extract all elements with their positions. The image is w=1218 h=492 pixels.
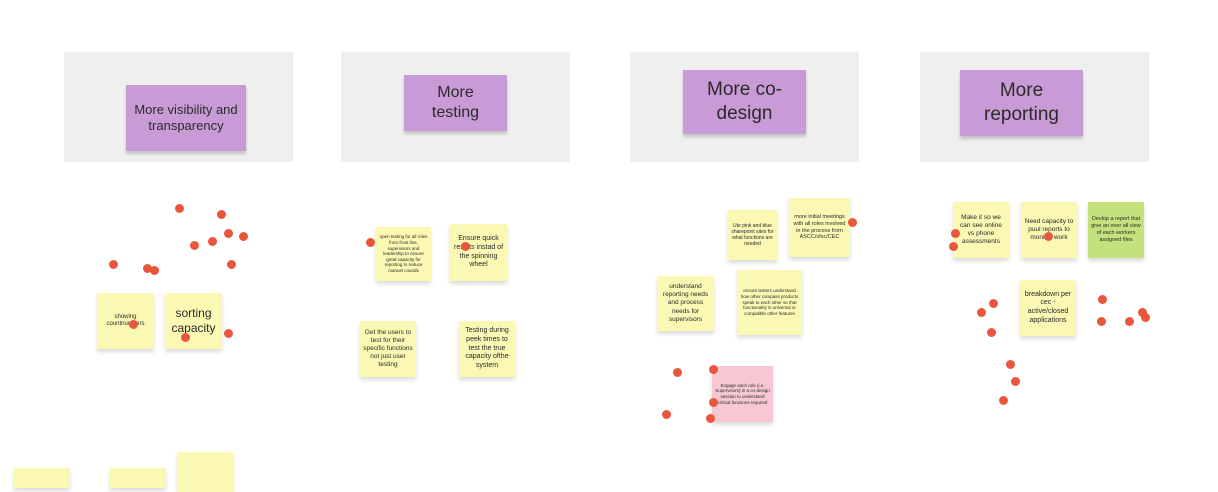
- header-note-more-visibility[interactable]: More visibility and transparency: [126, 85, 246, 151]
- sticky-note[interactable]: Ute pink and blue sharepoint sites for w…: [728, 210, 777, 260]
- vote-dot[interactable]: [460, 241, 470, 251]
- vote-dot[interactable]: [1137, 307, 1147, 317]
- vote-dot[interactable]: [180, 332, 190, 342]
- vote-dot[interactable]: [661, 409, 671, 419]
- vote-dot[interactable]: [174, 203, 184, 213]
- sticky-note[interactable]: showing countnumbers: [97, 293, 154, 349]
- vote-dot[interactable]: [998, 395, 1008, 405]
- vote-dot[interactable]: [672, 367, 682, 377]
- vote-dot[interactable]: [216, 209, 226, 219]
- vote-dot[interactable]: [207, 236, 217, 246]
- vote-dot[interactable]: [1097, 294, 1107, 304]
- vote-dot[interactable]: [1043, 231, 1053, 241]
- sticky-note-partial[interactable]: [177, 452, 233, 492]
- vote-dot[interactable]: [149, 265, 159, 275]
- sticky-note[interactable]: Ensure quick results instad of the spinn…: [450, 224, 507, 281]
- vote-dot[interactable]: [986, 327, 996, 337]
- vote-dot[interactable]: [1005, 359, 1015, 369]
- sticky-note-green[interactable]: Devlop a report that give an over all vi…: [1088, 202, 1144, 258]
- sticky-note[interactable]: sorting capacity: [165, 293, 222, 349]
- header-note-more-testing[interactable]: More testing: [404, 75, 507, 131]
- sticky-note[interactable]: understand reporting needs and process n…: [657, 276, 714, 331]
- header-note-more-co-design[interactable]: More co-design: [683, 70, 806, 134]
- vote-dot[interactable]: [223, 328, 233, 338]
- sticky-note[interactable]: Testing during peek times to test the tr…: [459, 321, 515, 377]
- vote-dot[interactable]: [1096, 316, 1106, 326]
- vote-dot[interactable]: [847, 217, 857, 227]
- sticky-note[interactable]: Get the users to test for their specific…: [360, 321, 416, 377]
- sticky-note-partial[interactable]: [110, 468, 166, 488]
- vote-dot[interactable]: [142, 263, 152, 273]
- vote-dot[interactable]: [238, 231, 248, 241]
- sticky-note-pink[interactable]: Engage each role (i.e. Supervisors) in a…: [712, 366, 773, 422]
- sticky-note[interactable]: Make it so we can see online vs phone as…: [953, 202, 1009, 258]
- vote-dot[interactable]: [223, 228, 233, 238]
- sticky-note[interactable]: Need capacity to puul reports to monitor…: [1021, 202, 1077, 258]
- sticky-note[interactable]: breakdown per cec - active/closed applic…: [1020, 280, 1076, 336]
- vote-dot[interactable]: [708, 364, 718, 374]
- header-note-more-reporting[interactable]: More reporting: [960, 70, 1083, 136]
- vote-dot[interactable]: [948, 241, 958, 251]
- vote-dot[interactable]: [189, 240, 199, 250]
- sticky-note-partial[interactable]: [14, 468, 70, 488]
- vote-dot[interactable]: [988, 298, 998, 308]
- sticky-note[interactable]: ensure testers understand how other comp…: [737, 270, 802, 335]
- vote-dot[interactable]: [1140, 312, 1150, 322]
- vote-dot[interactable]: [108, 259, 118, 269]
- sticky-note[interactable]: more initial meetings with all roles inv…: [789, 198, 850, 257]
- vote-dot[interactable]: [708, 397, 718, 407]
- vote-dot[interactable]: [950, 228, 960, 238]
- vote-dot[interactable]: [705, 413, 715, 423]
- sticky-note[interactable]: open testing for all roles from front li…: [376, 227, 431, 281]
- vote-dot[interactable]: [976, 307, 986, 317]
- vote-dot[interactable]: [1010, 376, 1020, 386]
- vote-dot[interactable]: [1124, 316, 1134, 326]
- vote-dot[interactable]: [128, 319, 138, 329]
- vote-dot[interactable]: [365, 237, 375, 247]
- vote-dot[interactable]: [226, 259, 236, 269]
